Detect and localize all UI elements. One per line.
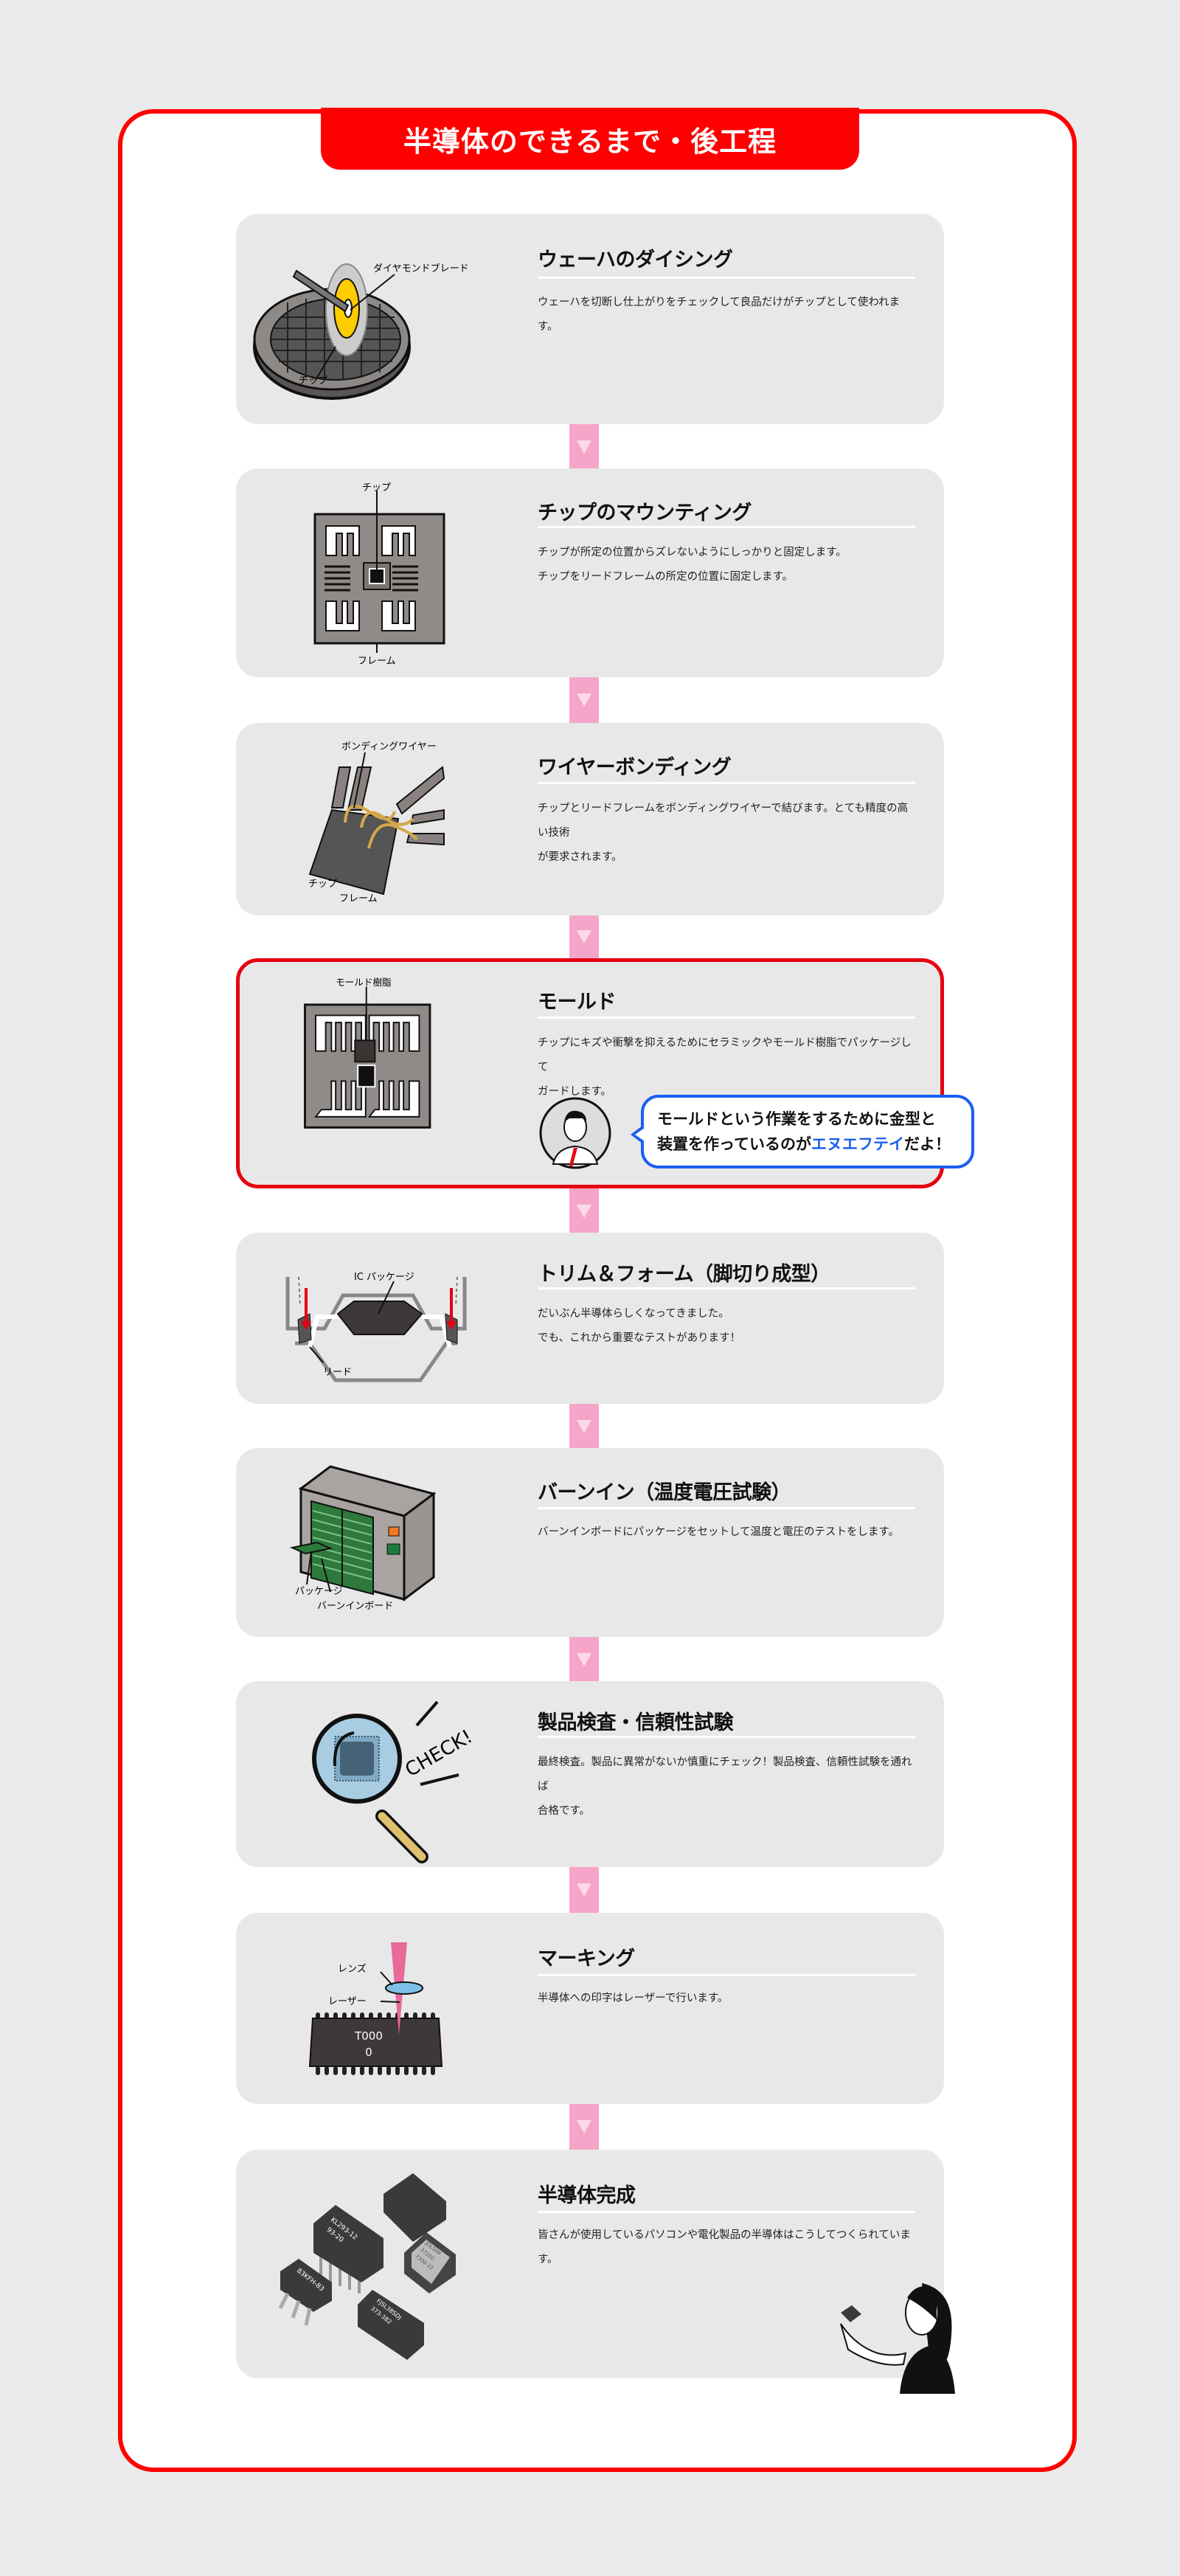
page-title: 半導体のできるまで・後工程 bbox=[321, 108, 859, 170]
step-connector bbox=[569, 915, 599, 958]
step-title: マーキング bbox=[538, 1947, 635, 1970]
chip-marking-text: T000 bbox=[354, 2029, 383, 2043]
step-title: 半導体完成 bbox=[538, 2184, 636, 2207]
mold-resin-label: モールド樹脂 bbox=[336, 977, 392, 988]
title-divider bbox=[538, 1287, 915, 1289]
arrow-down-icon bbox=[577, 2120, 591, 2133]
arrow-down-icon bbox=[577, 440, 591, 454]
laser-marking-illustration: レンズ レーザー T000 0 bbox=[308, 1942, 443, 2075]
step-connector bbox=[569, 1188, 599, 1233]
burn-in-illustration: パッケージ バーンインボード bbox=[289, 1465, 437, 1612]
step-title: ワイヤーボンディング bbox=[538, 756, 732, 779]
step-description: バーンインボードにパッケージをセットして温度と電圧のテストをします。 bbox=[538, 1526, 900, 1538]
wire-bonding-illustration: ボンディングワイヤー チップ フレーム bbox=[308, 741, 445, 904]
step-card-complete: KL293-12 93-20 83KFH-83 JDLSIW 37202 730… bbox=[236, 2150, 944, 2378]
step-description: だいぶん半導体らしくなってきました。でも、これから重要なテストがあります！ bbox=[538, 1308, 741, 1344]
step-description: 皆さんが使用しているパソコンや電化製品の半導体はこうしてつくられています。 bbox=[538, 2229, 911, 2265]
package-label: パッケージ bbox=[295, 1586, 343, 1597]
title-divider bbox=[538, 1736, 915, 1738]
chip-marking-text: 0 bbox=[365, 2046, 372, 2059]
step-description: チップにキズや衝撃を抑えるためにセラミックやモールド樹脂でパッケージしてガードし… bbox=[538, 1037, 912, 1098]
arrow-down-icon bbox=[577, 930, 591, 944]
title-divider bbox=[538, 2211, 915, 2213]
step-connector bbox=[569, 677, 599, 723]
arrow-down-icon bbox=[577, 693, 591, 707]
mold-illustration: モールド樹脂 bbox=[304, 977, 431, 1129]
step-description: 最終検査。製品に異常がないか慎重にチェック！製品検査、信頼性試験を通れば合格です… bbox=[538, 1756, 912, 1817]
chip-mounting-illustration: チップ フレーム bbox=[313, 482, 445, 667]
step-card-inspection: CHECK! 製品検査・信頼性試験 最終検査。製品に異常がないか慎重にチェック！… bbox=[236, 1681, 944, 1867]
step-card-mounting: チップ フレーム チップのマウンティング チップが所定の位置からズレないようにし… bbox=[236, 468, 944, 677]
blade-label: ダイヤモンドブレード bbox=[373, 263, 469, 274]
lens-label: レンズ bbox=[338, 1963, 367, 1975]
finished-chips-illustration: KL293-12 93-20 83KFH-83 JDLSIW 37202 730… bbox=[278, 2173, 456, 2360]
frame-label: フレーム bbox=[358, 656, 396, 667]
wafer-dicing-illustration: ダイヤモンドブレード チップ bbox=[253, 263, 469, 400]
step-connector bbox=[569, 424, 599, 468]
title-divider bbox=[538, 1017, 915, 1019]
chip-label: チップ bbox=[308, 879, 337, 890]
step-card-wire-bonding: ボンディングワイヤー チップ フレーム ワイヤーボンディング チップとリードフレ… bbox=[236, 723, 944, 915]
step-title: バーンイン（温度電圧試験） bbox=[538, 1481, 791, 1504]
chip-label: チップ bbox=[362, 482, 391, 494]
lead-label: リード bbox=[323, 1367, 352, 1378]
step-description: チップとリードフレームをボンディングワイヤーで結びます。とても精度の高い技術が要… bbox=[538, 803, 909, 863]
step-title: トリム＆フォーム（脚切り成型） bbox=[538, 1263, 830, 1286]
bonding-wire-label: ボンディングワイヤー bbox=[341, 741, 437, 752]
ic-package-label: IC パッケージ bbox=[354, 1272, 414, 1283]
title-divider bbox=[538, 782, 915, 784]
speech-bubble: モールドという作業をするために金型と 装置を作っているのがエヌエフテイだよ！ bbox=[631, 1095, 974, 1168]
step-description: 半導体への印字はレーザーで行います。 bbox=[538, 1992, 729, 2004]
title-divider bbox=[538, 526, 915, 528]
step-title: ウェーハのダイシング bbox=[538, 249, 733, 271]
title-divider bbox=[538, 1974, 915, 1976]
burn-in-board-label: バーンインボード bbox=[317, 1601, 393, 1612]
step-card-dicing: ダイヤモンドブレード チップ ウェーハのダイシング ウェーハを切断し仕上がりをチ… bbox=[236, 214, 944, 424]
step-connector bbox=[569, 1404, 599, 1448]
step-title: チップのマウンティング bbox=[538, 502, 752, 524]
staff-avatar bbox=[539, 1097, 611, 1169]
step-description: ウェーハを切断し仕上がりをチェックして良品だけがチップとして使われます。 bbox=[538, 297, 900, 333]
arrow-down-icon bbox=[577, 1205, 591, 1218]
arrow-down-icon bbox=[577, 1420, 591, 1433]
chip-label: チップ bbox=[299, 375, 327, 387]
frame-label: フレーム bbox=[339, 893, 378, 904]
step-description: チップが所定の位置からズレないようにしっかりと固定します。チップをリードフレーム… bbox=[538, 547, 847, 583]
laser-label: レーザー bbox=[328, 1996, 367, 2007]
step-card-burn-in: パッケージ バーンインボード バーンイン（温度電圧試験） バーンインボードにパッ… bbox=[236, 1448, 944, 1637]
arrow-down-icon bbox=[577, 1653, 591, 1666]
trim-form-illustration: IC パッケージ リード bbox=[285, 1272, 467, 1382]
title-divider bbox=[538, 277, 915, 279]
check-label: CHECK! bbox=[402, 1725, 476, 1782]
step-connector bbox=[569, 2104, 599, 2150]
step-card-trim-form: IC パッケージ リード トリム＆フォーム（脚切り成型） だいぶん半導体らしくな… bbox=[236, 1233, 944, 1404]
step-connector bbox=[569, 1867, 599, 1913]
company-name: エヌエフテイ bbox=[811, 1135, 904, 1153]
title-divider bbox=[538, 1507, 915, 1509]
magnifier-check-illustration: CHECK! bbox=[312, 1700, 476, 1863]
woman-holding-chip-illustration bbox=[840, 2283, 955, 2394]
step-connector bbox=[569, 1637, 599, 1681]
step-card-marking: レンズ レーザー T000 0 マーキング 半導体への印字はレーザーで行います。 bbox=[236, 1913, 944, 2104]
step-title: 製品検査・信頼性試験 bbox=[538, 1711, 734, 1734]
step-title: モールド bbox=[538, 991, 617, 1014]
arrow-down-icon bbox=[577, 1883, 591, 1897]
